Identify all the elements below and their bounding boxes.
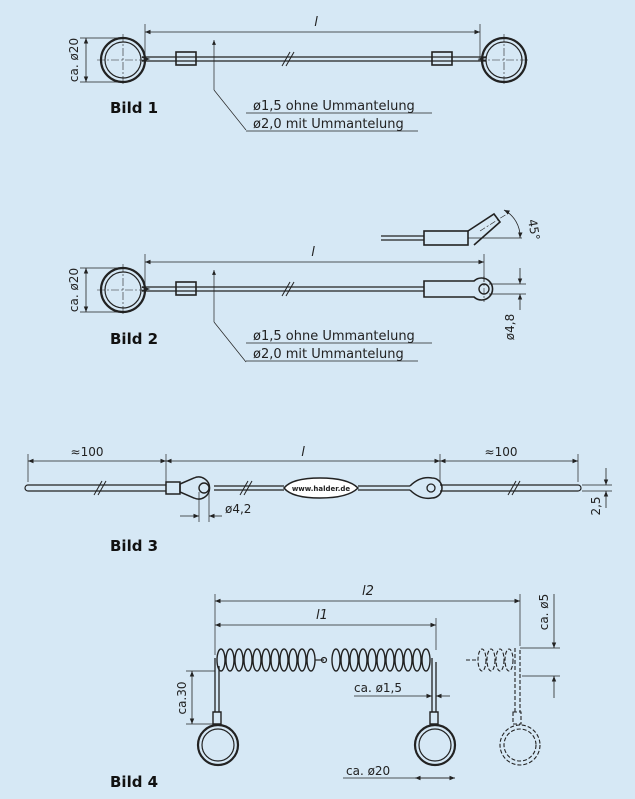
ferrule-left <box>175 281 197 296</box>
ferrule-right <box>431 51 453 66</box>
ferrule-left <box>175 51 197 66</box>
bild1-note-2: ø2,0 mit Ummantelung <box>253 117 404 132</box>
bild1-length-label: l <box>314 15 318 30</box>
bild4-caption: Bild 4 <box>110 773 158 791</box>
bild2-angle: 45° <box>525 218 542 241</box>
bild4-height-dimension: ca.30 <box>175 681 189 714</box>
bild3-end-left-dimension: ≈100 <box>71 445 104 459</box>
brand-sleeve <box>283 477 360 499</box>
bild2-ring-dimension: ca. ø20 <box>67 268 81 312</box>
bild4-l2-label: l2 <box>362 584 374 599</box>
bild3-brand-text: www.halder.de <box>292 485 351 493</box>
bild3-height-dimension: 2,5 <box>589 496 603 515</box>
ring-left <box>196 723 240 767</box>
eye-right <box>409 476 443 500</box>
figure-bild-2 <box>80 209 526 363</box>
coil-left <box>216 648 316 672</box>
bild1-ring-dimension: ca. ø20 <box>67 38 81 82</box>
end-wire-right <box>440 484 582 492</box>
bild3-eye-dimension: ø4,2 <box>225 502 251 516</box>
bild1-note-1: ø1,5 ohne Ummantelung <box>253 99 415 114</box>
bild2-note-2: ø2,0 mit Ummantelung <box>253 347 404 362</box>
bild4-offset-dimension: ca. ø5 <box>537 594 551 631</box>
bild1-caption: Bild 1 <box>110 99 158 117</box>
bild3-end-right-dimension: ≈100 <box>485 445 518 459</box>
coil-right <box>331 648 431 672</box>
bild3-caption: Bild 3 <box>110 537 158 555</box>
bild2-eye-dimension: ø4,8 <box>503 314 517 340</box>
bild4-wire-dimension: ca. ø1,5 <box>354 681 402 695</box>
bild4-l1-label: l1 <box>316 608 328 623</box>
eye-terminal <box>423 277 494 301</box>
figure-bild-1 <box>80 24 530 132</box>
figure-bild-4 <box>186 594 560 781</box>
figure-bild-3 <box>24 454 612 522</box>
bent-end-detail <box>381 209 523 246</box>
bild2-caption: Bild 2 <box>110 330 158 348</box>
bild2-note-1: ø1,5 ohne Ummantelung <box>253 329 415 344</box>
ring-right <box>413 723 457 767</box>
alternate-position-dashed <box>466 648 541 766</box>
bild3-length-label: l <box>301 445 305 460</box>
bild2-length-label: l <box>311 245 315 260</box>
eye-left <box>179 476 211 500</box>
end-wire-left <box>24 484 166 492</box>
bild4-ring-dimension: ca. ø20 <box>346 764 390 778</box>
